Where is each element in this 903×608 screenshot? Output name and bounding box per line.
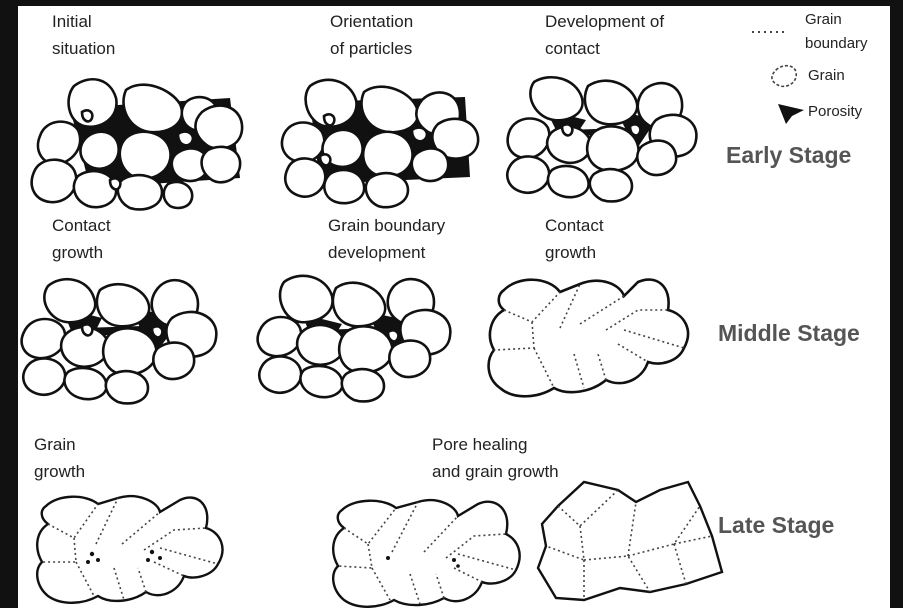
grain — [333, 283, 385, 327]
cluster-contact-growth-1 — [22, 279, 217, 403]
grain — [106, 371, 148, 403]
grain — [258, 317, 302, 356]
cluster-final-grains — [538, 482, 722, 600]
grain — [324, 170, 364, 203]
cluster-grain-growth — [37, 496, 222, 603]
label-orientation-of-particles: Orientation of particles — [330, 8, 413, 62]
grain — [153, 343, 194, 379]
grain — [388, 330, 398, 341]
grain — [103, 328, 156, 374]
grain — [32, 160, 77, 202]
grain — [630, 124, 640, 135]
grain — [123, 85, 181, 133]
grain — [152, 326, 162, 337]
grain — [195, 106, 242, 149]
grain — [300, 366, 342, 397]
grain — [64, 368, 106, 399]
grain — [562, 124, 572, 135]
cluster-development — [507, 77, 696, 201]
grain — [202, 147, 241, 182]
cluster-initial — [32, 79, 242, 209]
stage-late: Late Stage — [718, 512, 834, 539]
cluster-orientation — [282, 80, 478, 207]
grain — [82, 110, 92, 121]
grain — [164, 182, 192, 208]
grain — [80, 132, 118, 169]
grain — [82, 324, 92, 335]
grain — [412, 148, 448, 181]
label-development-of-contact: Development of contact — [545, 8, 664, 62]
grain — [507, 156, 549, 192]
grain — [320, 154, 330, 165]
figure-panel: Initial situation Orientation of particl… — [18, 6, 890, 608]
grain — [118, 175, 162, 209]
grain — [324, 114, 334, 125]
legend-grain-label: Grain — [808, 64, 845, 88]
grain — [361, 87, 417, 133]
grain-outline — [489, 280, 688, 397]
grain — [97, 284, 149, 326]
stage-middle: Middle Stage — [718, 320, 860, 347]
grain — [366, 173, 408, 207]
label-grain-boundary-development: Grain boundary development — [328, 212, 445, 266]
grain — [585, 81, 637, 125]
label-contact-growth-2: Contact growth — [545, 212, 604, 266]
grain — [530, 77, 582, 120]
stage-early: Early Stage — [726, 142, 851, 169]
grain — [590, 169, 632, 201]
grain — [412, 128, 427, 142]
grain — [44, 279, 95, 322]
cluster-grain-boundary-development — [258, 276, 451, 402]
grain-outline — [37, 496, 222, 603]
grain — [363, 132, 412, 177]
grain — [285, 158, 325, 196]
cluster-pore-healing — [333, 500, 519, 607]
label-grain-growth: Grain growth — [34, 431, 85, 485]
grain — [74, 171, 116, 207]
grain — [342, 369, 384, 401]
grain — [110, 178, 120, 189]
legend-porosity-label: Porosity — [808, 100, 862, 124]
grain — [389, 341, 430, 377]
label-pore-healing: Pore healing and grain growth — [432, 431, 559, 485]
grain-outline — [333, 500, 519, 607]
grain — [297, 325, 344, 365]
grain — [178, 132, 193, 146]
label-contact-growth-1: Contact growth — [52, 212, 111, 266]
grain-legend-symbol — [772, 66, 796, 87]
grain — [282, 123, 324, 163]
grain — [637, 141, 676, 175]
grain — [508, 119, 550, 159]
grain — [280, 276, 333, 322]
cluster-contact-growth-2 — [489, 280, 688, 397]
grain — [120, 132, 171, 179]
grain — [38, 122, 80, 164]
grain — [548, 166, 589, 197]
legend-grain-boundary-label: Grain boundary — [805, 8, 868, 56]
grain — [23, 358, 65, 394]
legend — [752, 32, 804, 124]
porosity-legend-symbol — [778, 104, 804, 124]
grain — [339, 326, 392, 372]
label-initial-situation: Initial situation — [52, 8, 115, 62]
grain — [259, 356, 301, 392]
grain — [22, 319, 66, 358]
